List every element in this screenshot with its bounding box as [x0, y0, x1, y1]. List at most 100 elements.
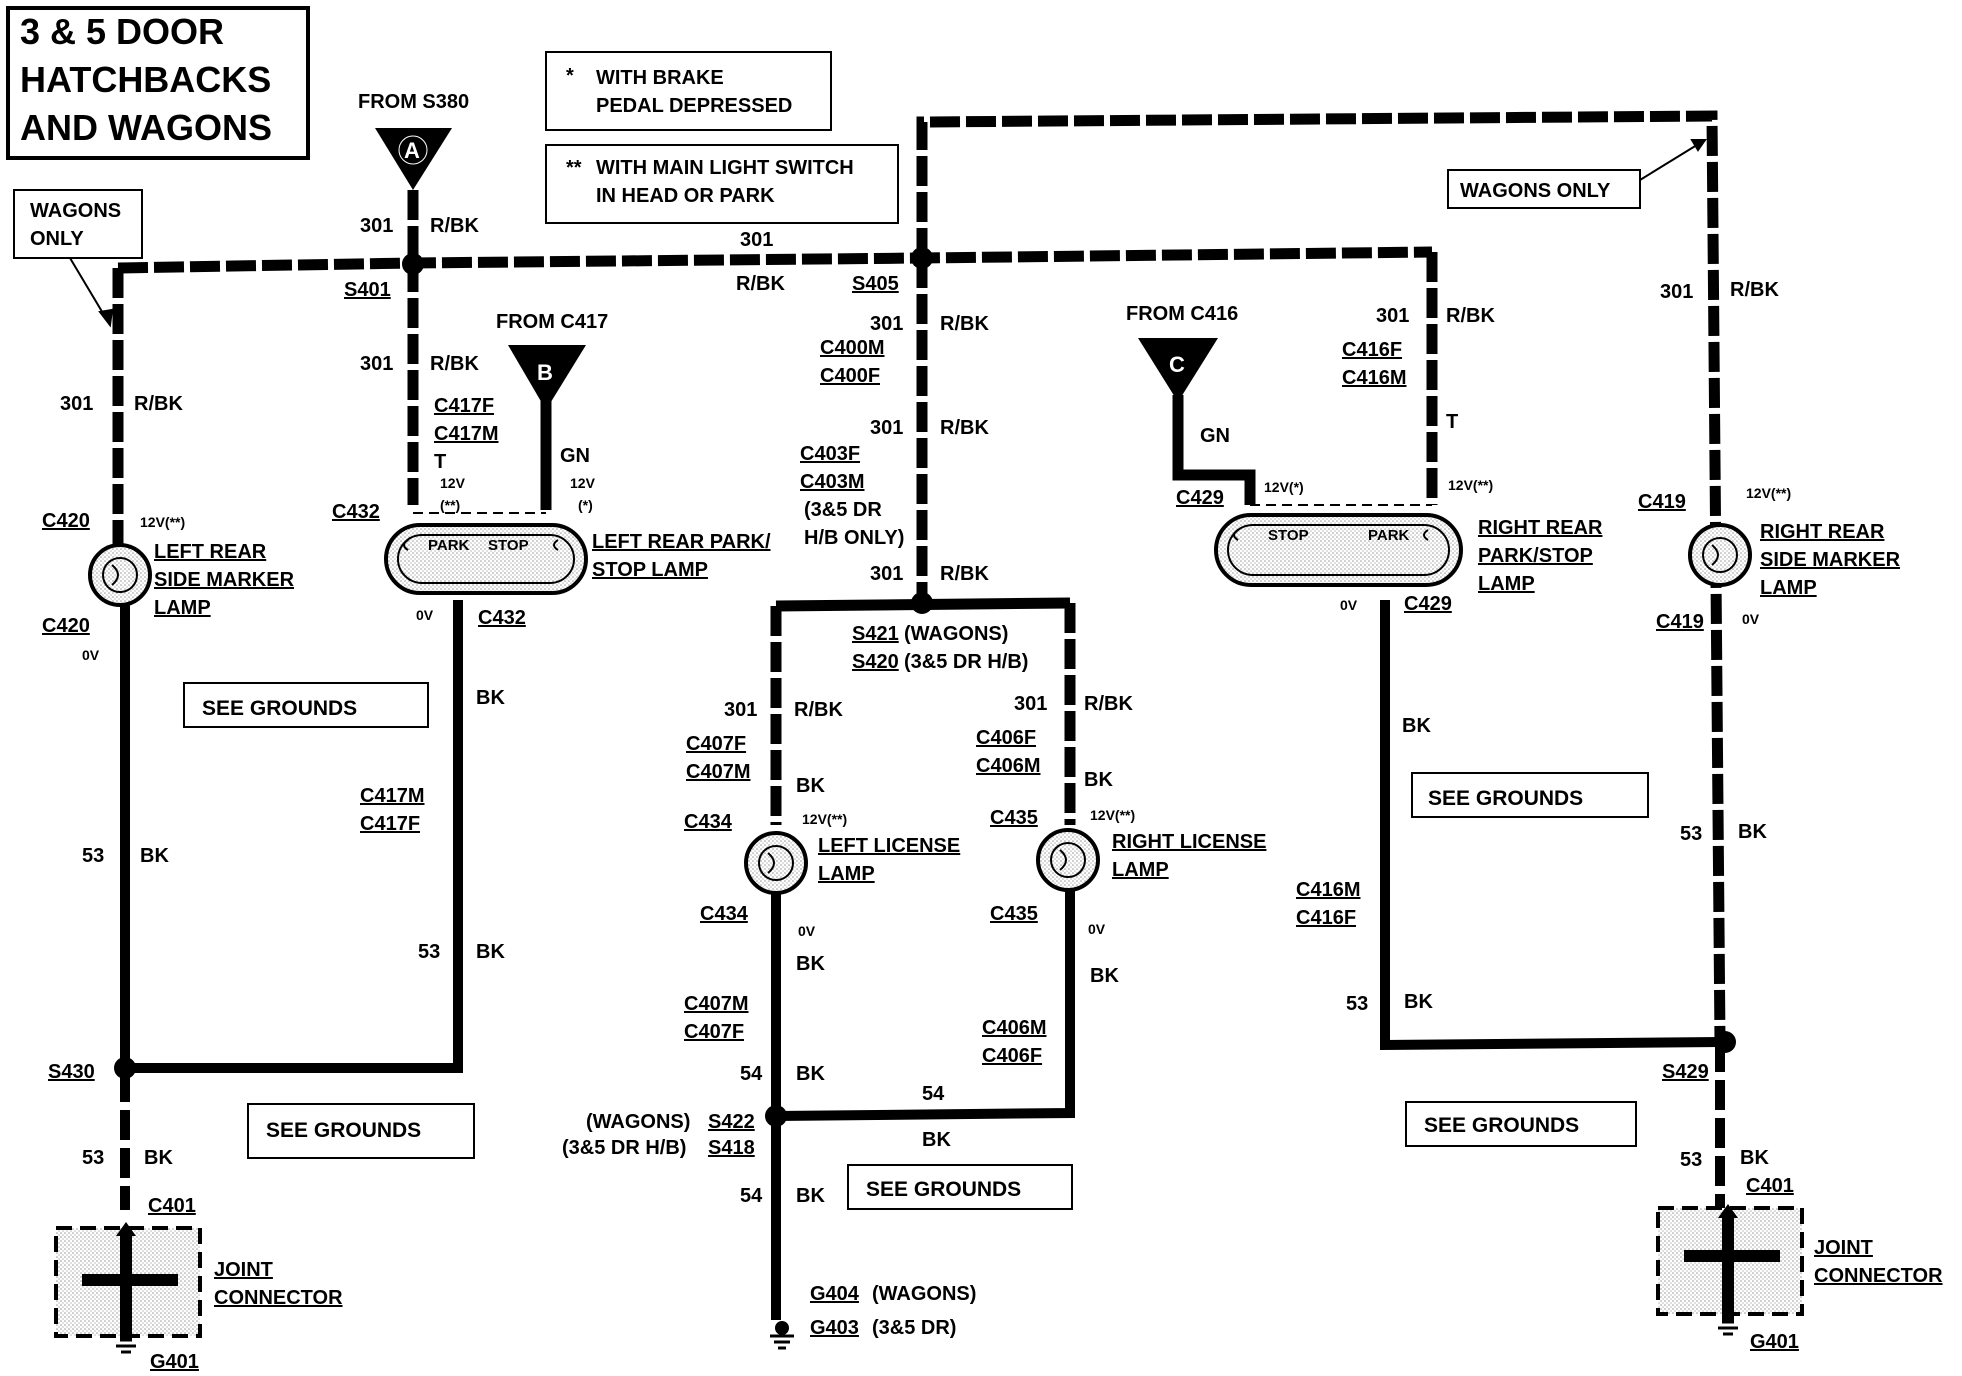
- wire-301-top-bus: [117, 246, 1433, 274]
- lbl-c420-bot: C420: [42, 615, 90, 637]
- title-line-1: 3 & 5 DOOR: [20, 11, 224, 52]
- lbl-c406f: C406F: [976, 727, 1036, 749]
- note-brake-star: *: [566, 65, 574, 87]
- lbl-joint-right-1: JOINT: [1814, 1237, 1873, 1259]
- lbl-301-rl: 301: [1014, 693, 1047, 715]
- lbl-c434-top: C434: [684, 811, 733, 833]
- ground-symbol-g401-left: [116, 1338, 136, 1354]
- lbl-joint-left-2: CONNECTOR: [214, 1287, 343, 1309]
- lbl-lrsm-1: LEFT REAR: [154, 541, 267, 563]
- lbl-bk-lps: BK: [476, 687, 505, 709]
- lbl-c419-bot: C419: [1656, 611, 1704, 633]
- lbl-rrps-3: LAMP: [1478, 573, 1535, 595]
- lbl-g401-right: G401: [1750, 1331, 1799, 1353]
- s422-dot: [765, 1105, 787, 1127]
- lbl-rbk-c400: R/BK: [940, 313, 989, 335]
- lbl-12v-c: 12V(*): [1264, 479, 1304, 495]
- lbl-12v-rsm: 12V(**): [1746, 485, 1791, 501]
- lbl-t-rps: T: [1446, 411, 1458, 433]
- lbl-c406m: C406M: [976, 755, 1040, 777]
- lbl-rbk-rl: R/BK: [1084, 693, 1133, 715]
- note-light-switch-box: ** WITH MAIN LIGHT SWITCH IN HEAD OR PAR…: [545, 144, 899, 224]
- left-stop-label: STOP: [488, 537, 529, 554]
- lbl-s422-pre: (WAGONS): [586, 1111, 690, 1133]
- lbl-g404-note: (WAGONS): [872, 1283, 976, 1305]
- right-rear-side-marker-lamp: [1688, 523, 1752, 587]
- lbl-rlic-1: RIGHT LICENSE: [1112, 831, 1266, 853]
- lbl-rbk-lsm: R/BK: [134, 393, 183, 415]
- wagons-only-right-box: WAGONS ONLY: [1447, 169, 1641, 209]
- title-line-2: HATCHBACKS: [20, 59, 271, 100]
- lbl-0v-rl: 0V: [1088, 921, 1106, 937]
- lbl-bk-ll-2: BK: [796, 953, 825, 975]
- lbl-g401-left: G401: [150, 1351, 199, 1373]
- lbl-rbk-ll: R/BK: [794, 699, 843, 721]
- lbl-301-rps: 301: [1376, 305, 1409, 327]
- lbl-54-ll: 54: [740, 1063, 763, 1085]
- lbl-c401-left: C401: [148, 1195, 196, 1217]
- lbl-c416m-2: C416M: [1296, 879, 1360, 901]
- lbl-12v-lps: 12V: [440, 475, 466, 491]
- note-brake-line-2: PEDAL DEPRESSED: [596, 95, 792, 117]
- lbl-53-lsm: 53: [82, 845, 104, 867]
- source-a: FROM S380 A: [358, 91, 469, 190]
- lbl-bk-lps-2: BK: [476, 941, 505, 963]
- lbl-c407f-2: C407F: [684, 1021, 744, 1043]
- source-b-letter: B: [537, 360, 553, 385]
- lbl-c403f: C403F: [800, 443, 860, 465]
- lbl-c400m: C400M: [820, 337, 884, 359]
- left-license-lamp: [744, 831, 808, 895]
- lbl-bk-g403: BK: [796, 1185, 825, 1207]
- lbl-53-c401-right: 53: [1680, 1149, 1702, 1171]
- lbl-301-c400: 301: [870, 313, 903, 335]
- lbl-rrsm-2: SIDE MARKER: [1760, 549, 1901, 571]
- ground-symbol-g401-right: [1718, 1320, 1738, 1336]
- lbl-s421-note: (WAGONS): [904, 623, 1008, 645]
- see-grounds-3: SEE GROUNDS: [866, 1178, 1021, 1201]
- lbl-c419-top: C419: [1638, 491, 1686, 513]
- lbl-c401-right: C401: [1746, 1175, 1794, 1197]
- lbl-lrsm-3: LAMP: [154, 597, 211, 619]
- lbl-bk-ll-3: BK: [796, 1063, 825, 1085]
- lbl-c407f: C407F: [686, 733, 746, 755]
- lbl-c417m-2: C417M: [360, 785, 424, 807]
- source-a-from: FROM S380: [358, 91, 469, 113]
- lbl-53-c401-left: 53: [82, 1147, 104, 1169]
- lbl-c429-bot: C429: [1404, 593, 1452, 615]
- wire-bk-right-license: [775, 880, 1075, 1121]
- left-rear-park-stop-lamp: PARK STOP: [384, 523, 588, 595]
- lbl-c400f: C400F: [820, 365, 880, 387]
- lbl-53-rps: 53: [1346, 993, 1368, 1015]
- lbl-c420-top: C420: [42, 510, 90, 532]
- lbl-bk-c401-left: BK: [144, 1147, 173, 1169]
- lbl-rbk-bus: R/BK: [736, 273, 785, 295]
- lbl-12v-lsm: 12V(**): [140, 514, 185, 530]
- lbl-rrsm-1: RIGHT REAR: [1760, 521, 1885, 543]
- lbl-rbk-lps: R/BK: [430, 353, 479, 375]
- wagons-only-left-box: WAGONS ONLY: [13, 189, 143, 259]
- wagons-only-leaders: [69, 139, 1707, 328]
- lbl-bk-rl-3: BK: [922, 1129, 951, 1151]
- lbl-bk-rl: BK: [1084, 769, 1113, 791]
- lbl-rbk-s421: R/BK: [940, 563, 989, 585]
- lbl-12v-rps: 12V(**): [1448, 477, 1493, 493]
- lbl-c406f-2: C406F: [982, 1045, 1042, 1067]
- lbl-12v-gn: 12V: [570, 475, 596, 491]
- s421-dot: [911, 592, 933, 614]
- lbl-301-s421: 301: [870, 563, 903, 585]
- lbl-c432-top: C432: [332, 501, 380, 523]
- note-brake-box: * WITH BRAKE PEDAL DEPRESSED: [545, 51, 832, 131]
- wagons-only-left-line-1: WAGONS: [30, 200, 121, 222]
- source-c-letter: C: [1169, 352, 1185, 377]
- lbl-s401: S401: [344, 279, 391, 301]
- s430-dot: [114, 1057, 136, 1079]
- lbl-bk-rl-2: BK: [1090, 965, 1119, 987]
- lbl-54-rl: 54: [922, 1083, 945, 1105]
- lbl-54-g403: 54: [740, 1185, 763, 1207]
- see-grounds-5: SEE GROUNDS: [1424, 1114, 1579, 1137]
- lbl-g403-note: (3&5 DR): [872, 1317, 956, 1339]
- lbl-lrps-2: STOP LAMP: [592, 559, 708, 581]
- wagons-only-right-label: WAGONS ONLY: [1460, 180, 1611, 202]
- title-line-3: AND WAGONS: [20, 107, 272, 148]
